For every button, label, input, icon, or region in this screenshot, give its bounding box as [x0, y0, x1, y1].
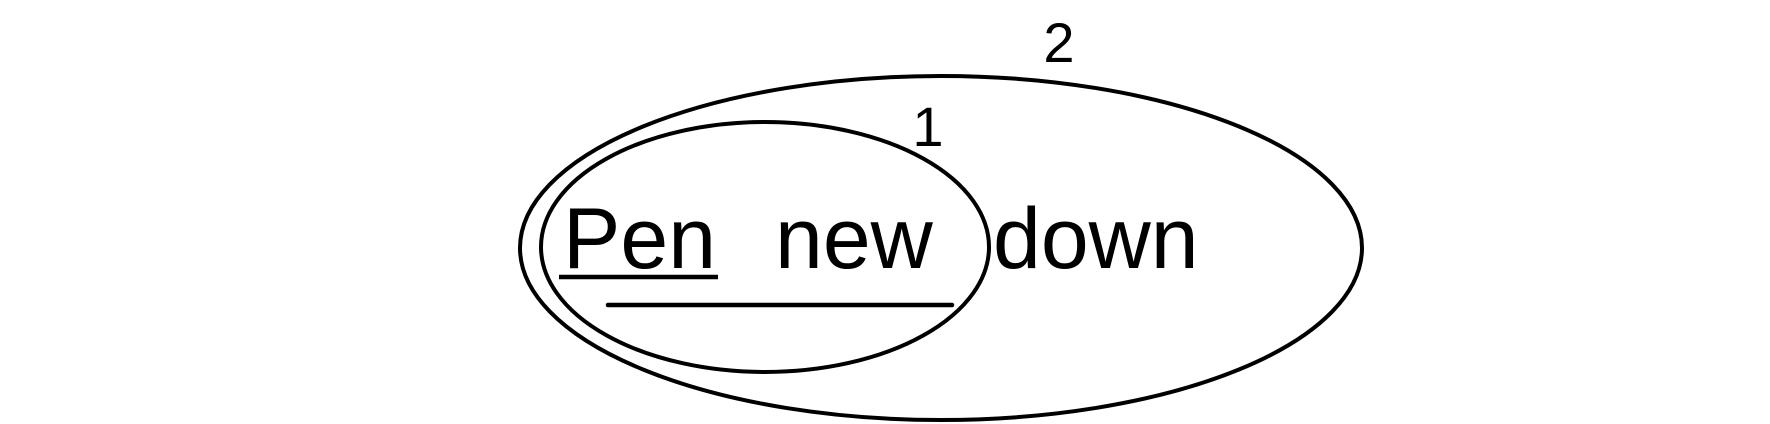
word-down: down: [993, 191, 1199, 287]
word-new: new: [775, 191, 934, 287]
outer-set-ellipse: [518, 74, 1364, 422]
outer-set-label: 2: [1043, 11, 1074, 74]
inner-set-label: 1: [912, 95, 943, 158]
inner-set-ellipse: [539, 120, 991, 374]
word-pen: Pen: [563, 191, 716, 287]
